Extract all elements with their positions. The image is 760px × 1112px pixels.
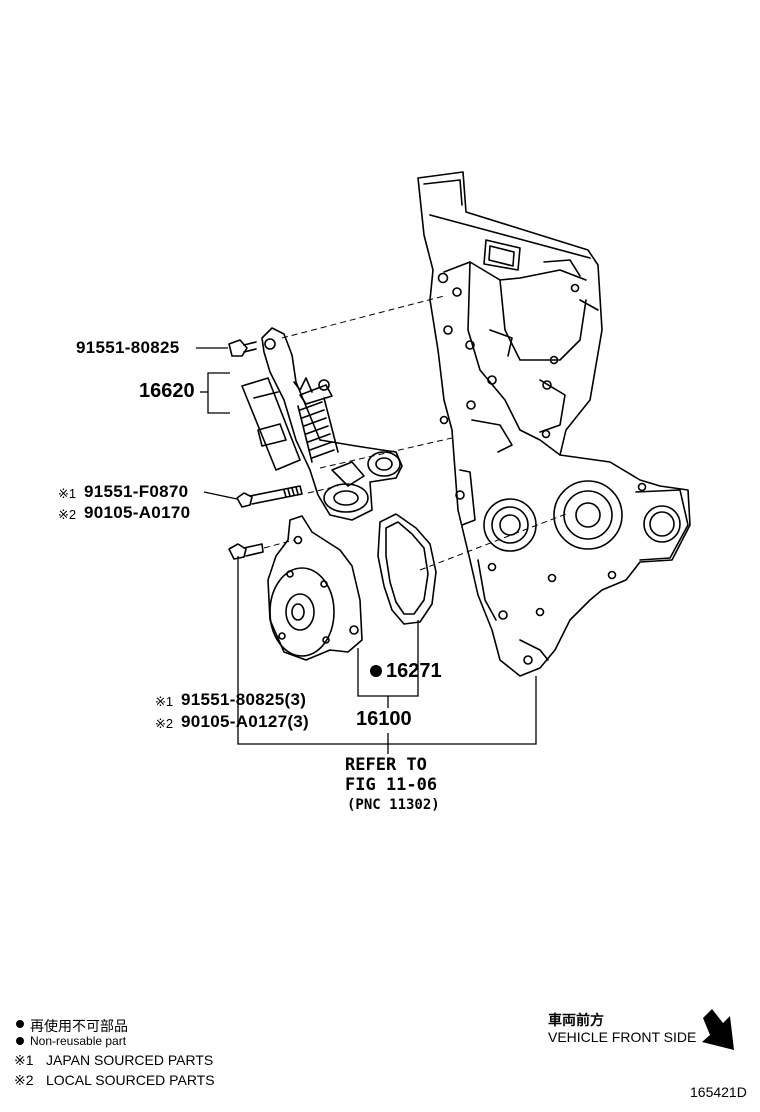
part-number-label: 91551-80825	[76, 338, 180, 357]
legend-japan-mark: ※1	[14, 1052, 34, 1068]
bolt-91551-80825-drawing	[228, 339, 257, 357]
water-pump-drawing	[267, 515, 363, 661]
figure-id: 165421D	[690, 1084, 747, 1100]
reference-line-3: (PNC 11302)	[347, 797, 440, 813]
part-number-label: 91551-80825(3)	[181, 690, 307, 709]
reference-line-1: REFER TO	[345, 755, 427, 775]
vehicle-front-en: VEHICLE FRONT SIDE	[548, 1029, 697, 1045]
legend-japan-sourced: JAPAN SOURCED PARTS	[46, 1052, 214, 1068]
legend-non-reusable-jp: 再使用不可部品	[30, 1018, 128, 1034]
part-number-label: 91551-F0870	[84, 482, 189, 501]
part-number-label: 16620	[139, 380, 195, 402]
reference-line-2: FIG 11-06	[345, 775, 438, 795]
non-reusable-dot-icon	[370, 665, 382, 677]
local-sourced-mark: ※2	[155, 716, 174, 731]
arrow-down-right-icon	[702, 1009, 734, 1050]
bolt-91551-F0870-drawing	[236, 485, 303, 508]
legend-non-reusable-en: Non-reusable part	[30, 1034, 127, 1048]
japan-sourced-mark: ※1	[58, 486, 77, 501]
legend-dot-icon	[16, 1037, 24, 1045]
part-number-label: 16100	[356, 708, 412, 730]
timing-chain-cover-drawing	[417, 171, 691, 677]
part-number-label: 90105-A0127(3)	[181, 712, 310, 731]
vehicle-front-jp: 車両前方	[548, 1012, 604, 1028]
local-sourced-mark: ※2	[58, 507, 77, 522]
legend-local-sourced: LOCAL SOURCED PARTS	[46, 1072, 215, 1088]
legend-local-mark: ※2	[14, 1072, 34, 1088]
japan-sourced-mark: ※1	[155, 694, 174, 709]
part-number-label: 90105-A0170	[84, 503, 191, 522]
part-number-label: 16271	[386, 660, 442, 682]
gasket-drawing	[377, 513, 437, 625]
bolt-pump-drawing	[228, 543, 264, 560]
legend-dot-icon	[16, 1020, 24, 1028]
chain-tensioner-drawing	[241, 327, 403, 521]
